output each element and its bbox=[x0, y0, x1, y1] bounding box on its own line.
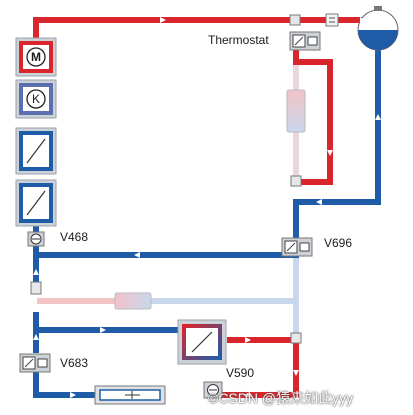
v696-label: V696 bbox=[324, 236, 353, 250]
flow-arrow bbox=[375, 114, 381, 120]
heat-exchanger-horizontal bbox=[114, 292, 152, 310]
cooler-block-lower bbox=[15, 179, 57, 227]
flow-arrow bbox=[134, 252, 140, 258]
cold-pipe-lower-upper bbox=[33, 327, 183, 343]
cold-pipe-tank-return bbox=[293, 47, 381, 248]
hot-pipe-thermostat-loop bbox=[293, 37, 333, 185]
cooler-block-upper bbox=[15, 127, 57, 175]
flow-arrow bbox=[33, 334, 39, 340]
compressor-block bbox=[15, 79, 57, 119]
compressor-letter: K bbox=[31, 92, 40, 106]
v468-label: V468 bbox=[60, 230, 89, 244]
motor-letter: M bbox=[31, 50, 41, 64]
flow-arrow bbox=[33, 269, 39, 275]
junction-lower-right bbox=[290, 332, 302, 344]
heat-exchanger-vertical bbox=[286, 89, 306, 133]
v683-label: V683 bbox=[60, 356, 89, 370]
expansion-tank bbox=[357, 6, 399, 51]
pump-v590 bbox=[203, 381, 223, 399]
motor-block bbox=[15, 37, 57, 77]
junction-mid bbox=[290, 175, 302, 187]
watermark: ©CSDN @猿来如此yyy bbox=[208, 390, 354, 406]
flow-arrow bbox=[293, 370, 299, 376]
flow-arrow bbox=[245, 337, 251, 343]
pipe-fitting-top bbox=[289, 14, 301, 26]
flow-arrow bbox=[360, 17, 366, 23]
flow-arrow bbox=[160, 17, 166, 23]
junction-left bbox=[30, 281, 42, 295]
lower-heat-exchanger bbox=[177, 319, 227, 365]
flow-arrow bbox=[316, 199, 322, 205]
electric-heater bbox=[94, 385, 166, 405]
thermostat-label: Thermostat bbox=[208, 33, 269, 47]
valve-v696 bbox=[281, 237, 313, 257]
pump-v468 bbox=[27, 231, 45, 247]
flow-arrow bbox=[70, 392, 76, 398]
sensor-top bbox=[325, 13, 339, 27]
flow-arrows bbox=[33, 17, 381, 398]
flow-arrow bbox=[327, 150, 333, 156]
flow-arrow bbox=[244, 392, 250, 398]
valve-v683 bbox=[19, 353, 51, 373]
flow-arrow bbox=[100, 327, 106, 333]
hot-pipe-lower-right bbox=[222, 337, 299, 398]
inactive-pipes bbox=[37, 52, 299, 333]
thermostat-valve bbox=[289, 31, 321, 51]
v590-label: V590 bbox=[226, 366, 255, 380]
